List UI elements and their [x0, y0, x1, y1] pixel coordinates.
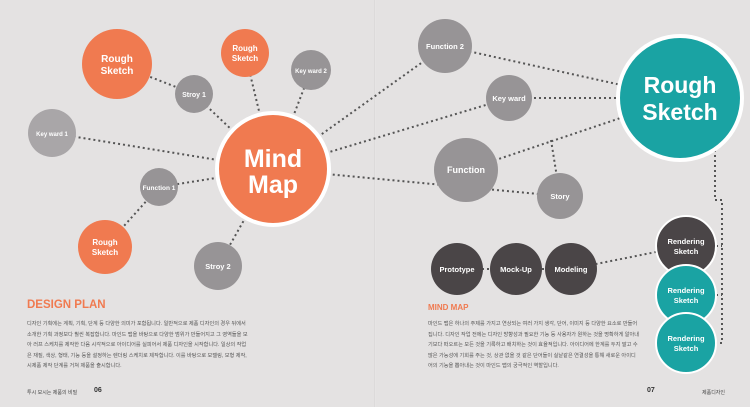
node-rendering-sketch: Rendering	[667, 237, 705, 246]
node-rendering-sketch: Sketch	[674, 344, 699, 353]
node-rendering-sketch: Sketch	[674, 296, 699, 305]
right-page-number: 07	[647, 387, 655, 394]
right-footer: 제품디자인	[702, 390, 726, 396]
node-rough-sketch-big: Sketch	[642, 99, 717, 125]
node-stroy1: Stroy 1	[182, 92, 206, 99]
left-footer: 투시 모시는 제품의 비밀	[27, 390, 78, 396]
mind-map-body: 마인드 맵은 하나의 주제를 가지고 연상되는 여러 가지 생각, 단어, 이미…	[428, 321, 640, 369]
node-rendering-sketch: Sketch	[674, 247, 699, 256]
node-rough-sketch-bottom: Sketch	[92, 248, 118, 257]
node-rough-sketch-bottom: Rough	[92, 238, 117, 247]
node-function: Function	[447, 165, 485, 175]
node-stroy2: Stroy 2	[205, 262, 230, 271]
node-rough-sketch-big: Rough	[644, 72, 717, 98]
node-mind-map: Mind	[244, 145, 302, 173]
node-key-ward2: Key ward 2	[295, 69, 327, 75]
node-function1: Function 1	[143, 185, 176, 192]
nodes	[28, 19, 744, 374]
node-function2: Function 2	[426, 42, 464, 51]
node-rendering-sketch: Rendering	[667, 334, 705, 343]
node-key-ward1: Key ward 1	[36, 132, 68, 138]
node-labels: Rough Sketch Stroy 1 Rough Sketch Key wa…	[36, 42, 718, 353]
node-story: Story	[550, 192, 570, 201]
design-plan-heading: DESIGN PLAN	[27, 299, 106, 311]
node-key-ward: Key ward	[492, 94, 526, 103]
node-mockup: Mock-Up	[500, 265, 532, 274]
node-prototype: Prototype	[439, 265, 474, 274]
node-rendering-sketch: Rendering	[667, 286, 705, 295]
node-rough-sketch: Sketch	[101, 66, 134, 77]
node-rough-sketch-small: Sketch	[232, 54, 258, 63]
node-rough-sketch-small: Rough	[232, 44, 257, 53]
design-plan-body: 디자인 기획에는 계획, 기획, 단계 등 다양한 의미가 포함됩니다. 일반적…	[27, 321, 248, 369]
node-mind-map: Map	[248, 171, 298, 199]
node-rough-sketch: Rough	[101, 54, 133, 65]
mind-map-heading: MIND MAP	[428, 303, 469, 312]
left-page-number: 06	[94, 387, 102, 394]
page-fold	[374, 0, 376, 407]
node-modeling: Modeling	[555, 265, 588, 274]
